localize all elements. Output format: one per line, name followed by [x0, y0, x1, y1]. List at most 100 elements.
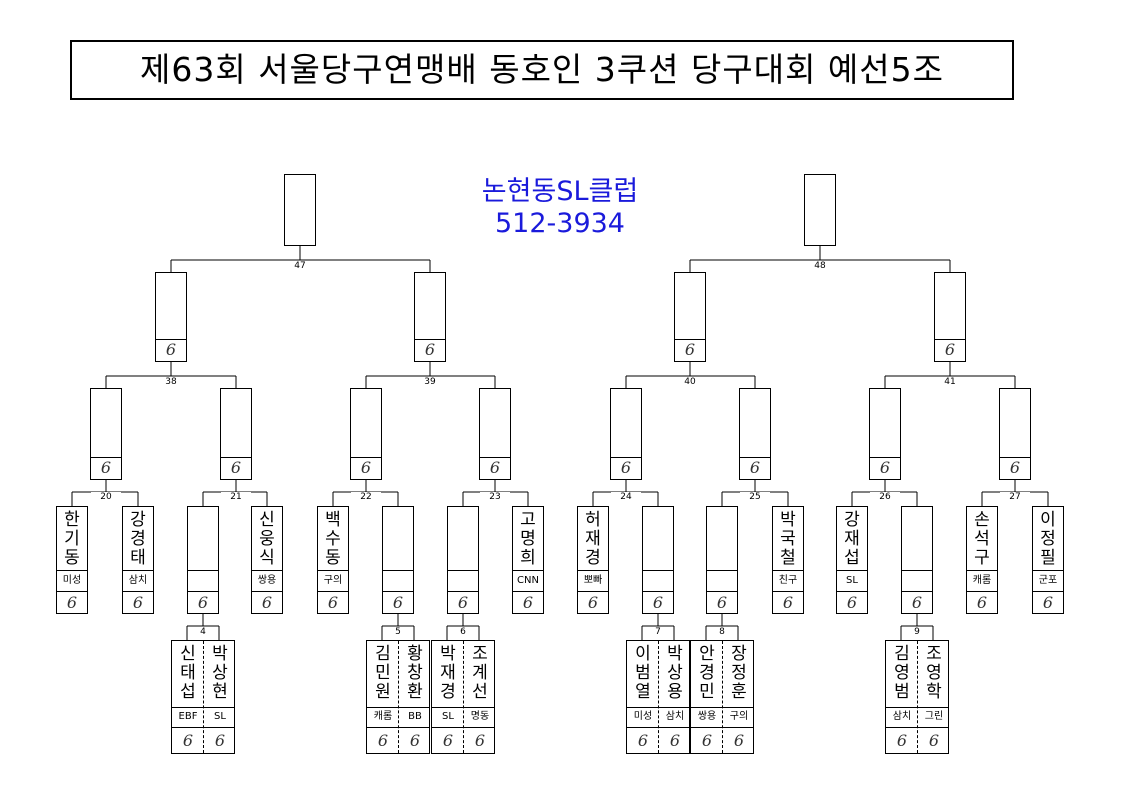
score-mark: 6: [392, 593, 404, 612]
player-affiliation: 쌍용: [257, 575, 277, 586]
score-mark: 6: [377, 731, 389, 750]
score-mark: 6: [637, 731, 649, 750]
score-divider: [367, 727, 429, 728]
winner-box: 6: [414, 272, 446, 362]
match-number: 38: [156, 377, 186, 387]
match-number: 8: [707, 627, 737, 637]
score-mark: 6: [911, 593, 923, 612]
score-mark: 6: [652, 593, 664, 612]
player-affiliation: 미성: [633, 711, 653, 722]
score-divider: [383, 591, 413, 592]
slot-divider: [448, 570, 478, 571]
score-mark: 6: [230, 458, 242, 477]
score-mark: 6: [100, 458, 112, 477]
match-number: 5: [383, 627, 413, 637]
match-number: 22: [351, 492, 381, 502]
score-divider: [707, 591, 737, 592]
score-divider: [643, 591, 673, 592]
slot-divider: [902, 570, 932, 571]
score-mark: 6: [489, 458, 501, 477]
player-affiliation: 미성: [62, 575, 82, 586]
slot-box: 6: [447, 506, 479, 614]
club-info: 논현동SL클럽 512-3934: [440, 176, 680, 240]
aff-divider: [967, 570, 997, 571]
score-mark: 6: [846, 593, 858, 612]
pair-divider: [658, 641, 659, 753]
winner-box: 6: [869, 388, 901, 480]
score-mark: 6: [165, 340, 177, 359]
score-mark: 6: [749, 458, 761, 477]
winner-box: 6: [674, 272, 706, 362]
winner-box: 6: [90, 388, 122, 480]
score-mark: 6: [716, 593, 728, 612]
score-mark: 6: [684, 340, 696, 359]
slot-divider: [643, 570, 673, 571]
winner-box: [284, 174, 316, 246]
match-number: 7: [643, 627, 673, 637]
score-mark: 6: [1009, 458, 1021, 477]
aff-divider: [57, 570, 87, 571]
score-divider: [902, 591, 932, 592]
score-mark: 6: [879, 458, 891, 477]
score-mark: 6: [701, 731, 713, 750]
score-divider: [123, 591, 153, 592]
pair-divider: [398, 641, 399, 753]
score-mark: 6: [409, 731, 421, 750]
score-mark: 6: [132, 593, 144, 612]
score-divider: [1033, 591, 1063, 592]
club-phone: 512-3934: [495, 208, 625, 239]
match-number: 21: [221, 492, 251, 502]
player-affiliation: 삼치: [892, 711, 912, 722]
winner-box: 6: [220, 388, 252, 480]
player-affiliation: SL: [846, 575, 858, 586]
pair-divider: [203, 641, 204, 753]
score-mark: 6: [66, 593, 78, 612]
score-divider: [935, 339, 965, 340]
pair-divider: [463, 641, 464, 753]
score-divider: [773, 591, 803, 592]
score-divider: [172, 727, 234, 728]
score-divider: [578, 591, 608, 592]
aff-divider: [1033, 570, 1063, 571]
match-number: 27: [1000, 492, 1030, 502]
score-divider: [318, 591, 348, 592]
score-mark: 6: [457, 593, 469, 612]
score-mark: 6: [442, 731, 454, 750]
score-mark: 6: [474, 731, 486, 750]
score-divider: [188, 591, 218, 592]
score-divider: [432, 727, 494, 728]
club-name: 논현동SL클럽: [481, 176, 639, 207]
player-affiliation: SL: [442, 711, 454, 722]
score-mark: 6: [896, 731, 908, 750]
aff-divider: [172, 707, 234, 708]
pair-divider: [917, 641, 918, 753]
match-number: 41: [935, 377, 965, 387]
player-affiliation: 그린: [924, 711, 944, 722]
score-mark: 6: [976, 593, 988, 612]
score-mark: 6: [733, 731, 745, 750]
player-affiliation: 캐롬: [972, 575, 992, 586]
